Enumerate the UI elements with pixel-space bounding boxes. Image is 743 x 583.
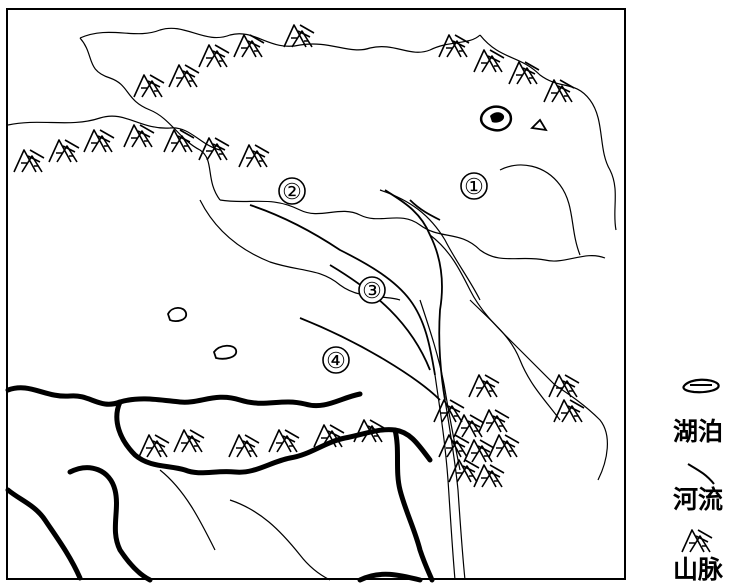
region-marker-1: ① (460, 172, 488, 200)
coastline (5, 385, 435, 583)
region-marker-2: ② (278, 177, 306, 205)
svg-text:④: ④ (326, 349, 346, 374)
legend-mountain-label: 山脉 (673, 555, 724, 583)
rivers (249, 189, 466, 581)
region-marker-4: ④ (322, 346, 350, 374)
svg-text:③: ③ (362, 279, 382, 304)
mountain-icon (681, 529, 713, 553)
lakes (167, 105, 548, 360)
river-icon (687, 463, 715, 485)
svg-text:①: ① (464, 175, 484, 200)
region-marker-3: ③ (358, 276, 386, 304)
mountain-ranges (13, 24, 585, 488)
legend-lake-label: 湖泊 (673, 417, 723, 446)
svg-text:②: ② (282, 180, 302, 205)
borders (7, 27, 617, 581)
lake-icon (682, 378, 720, 394)
legend-river-label: 河流 (673, 485, 723, 514)
map-frame (6, 8, 626, 580)
legend: 湖泊 河流 山脉 (673, 378, 724, 583)
